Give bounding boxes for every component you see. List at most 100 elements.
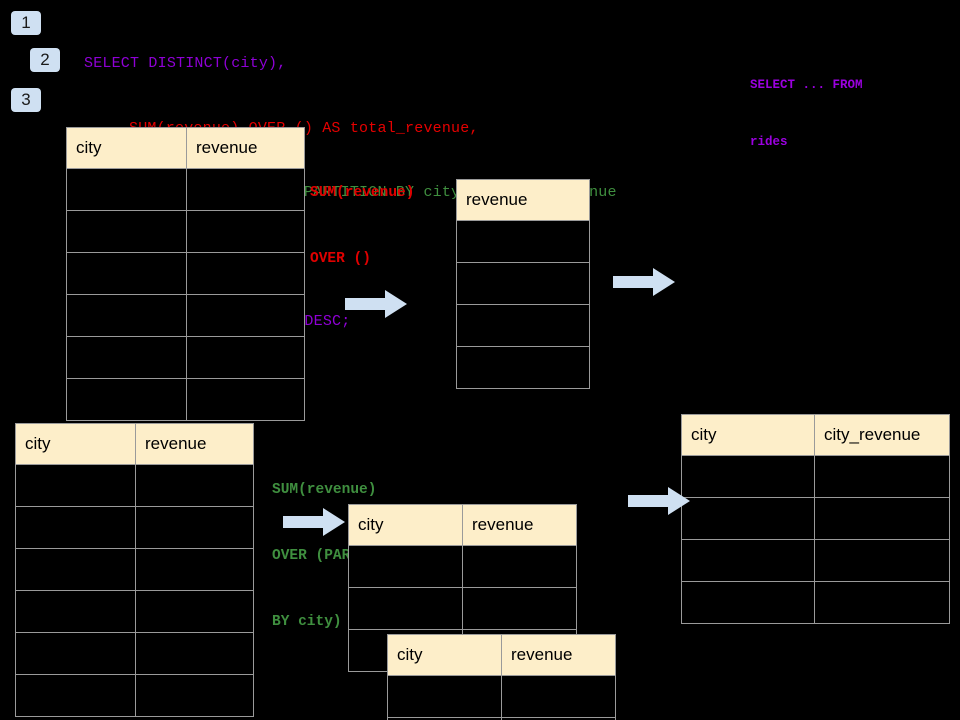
column-header-revenue: revenue — [501, 634, 616, 676]
table-row — [15, 506, 254, 549]
table-row — [681, 455, 950, 498]
table-row — [15, 632, 254, 675]
table-total-revenue: revenue — [456, 179, 590, 389]
table-cell — [186, 378, 305, 421]
annotation-partition-line-3: BY city) — [272, 614, 342, 630]
table-cell — [462, 587, 577, 630]
annotation-over-empty: SUM(revenue) OVER () — [310, 138, 414, 314]
table-cell — [387, 675, 502, 718]
table-cell — [348, 545, 463, 588]
table-cell — [135, 548, 254, 591]
step-badge-1: 1 — [11, 11, 41, 35]
table-cell — [186, 336, 305, 379]
table-cell — [814, 455, 950, 498]
table-cell — [15, 464, 136, 507]
step-badge-3: 3 — [11, 88, 41, 112]
table-cell — [814, 539, 950, 582]
table-row — [348, 545, 577, 588]
column-header-city-revenue: city_revenue — [814, 414, 950, 456]
table-cell — [186, 294, 305, 337]
table-cell — [456, 304, 590, 347]
table-row — [66, 252, 305, 295]
table-cell — [814, 581, 950, 624]
arrow-source-to-total-icon — [345, 290, 407, 323]
column-header-city: city — [15, 423, 136, 465]
column-header-revenue: revenue — [135, 423, 254, 465]
column-header-revenue: revenue — [186, 127, 305, 169]
table-cell — [15, 506, 136, 549]
table-cell — [501, 675, 616, 718]
table-cell — [814, 497, 950, 540]
side-note-line-1: SELECT ... FROM — [750, 78, 863, 92]
column-header-city: city — [348, 504, 463, 546]
arrow-partition-to-result-icon — [628, 487, 690, 520]
table-cell — [15, 548, 136, 591]
table-cell — [681, 539, 815, 582]
annotation-over-empty-line-1: SUM(revenue) — [310, 185, 415, 201]
table-cell — [15, 590, 136, 633]
table-row — [15, 464, 254, 507]
table-cell — [135, 674, 254, 717]
table-row — [66, 168, 305, 211]
table-cell — [66, 168, 187, 211]
table-cell — [681, 455, 815, 498]
arrow-total-to-result-top-icon — [613, 268, 675, 301]
table-row — [66, 336, 305, 379]
table-cell — [135, 632, 254, 675]
table-cell — [66, 336, 187, 379]
table-row — [456, 304, 590, 347]
table-header-row: revenue — [456, 179, 590, 221]
table-cell — [456, 220, 590, 263]
table-cell — [66, 294, 187, 337]
table-cell — [681, 497, 815, 540]
table-row — [681, 497, 950, 540]
table-cell — [456, 262, 590, 305]
column-header-revenue: revenue — [462, 504, 577, 546]
table-cell — [186, 252, 305, 295]
table-cell — [135, 506, 254, 549]
table-cell — [186, 210, 305, 253]
table-row — [387, 717, 616, 720]
table-cell — [348, 587, 463, 630]
table-cell — [501, 717, 616, 720]
table-row — [681, 539, 950, 582]
table-row — [681, 581, 950, 624]
column-header-city: city — [387, 634, 502, 676]
step-badge-2: 2 — [30, 48, 60, 72]
step-badge-1-label: 1 — [21, 13, 31, 32]
table-cell — [135, 464, 254, 507]
side-note-line-2: rides — [750, 135, 788, 149]
table-row — [348, 587, 577, 630]
table-cell — [135, 590, 254, 633]
sql-line-select: SELECT DISTINCT(city), — [84, 55, 287, 72]
table-cell — [681, 581, 815, 624]
table-row — [66, 294, 305, 337]
step-badge-3-label: 3 — [21, 90, 31, 109]
table-cell — [456, 346, 590, 389]
column-header-revenue: revenue — [456, 179, 590, 221]
table-cell — [15, 632, 136, 675]
table-row — [456, 262, 590, 305]
table-cell — [66, 378, 187, 421]
table-cell — [186, 168, 305, 211]
arrow-source-to-partition-icon — [283, 508, 345, 541]
table-cell — [15, 674, 136, 717]
annotation-partition-line-1: SUM(revenue) — [272, 482, 377, 498]
table-row — [15, 590, 254, 633]
table-row — [387, 675, 616, 718]
table-cell — [66, 252, 187, 295]
table-row — [15, 674, 254, 717]
annotation-over-empty-line-2: OVER () — [310, 251, 371, 267]
column-header-city: city — [66, 127, 187, 169]
table-row — [15, 548, 254, 591]
